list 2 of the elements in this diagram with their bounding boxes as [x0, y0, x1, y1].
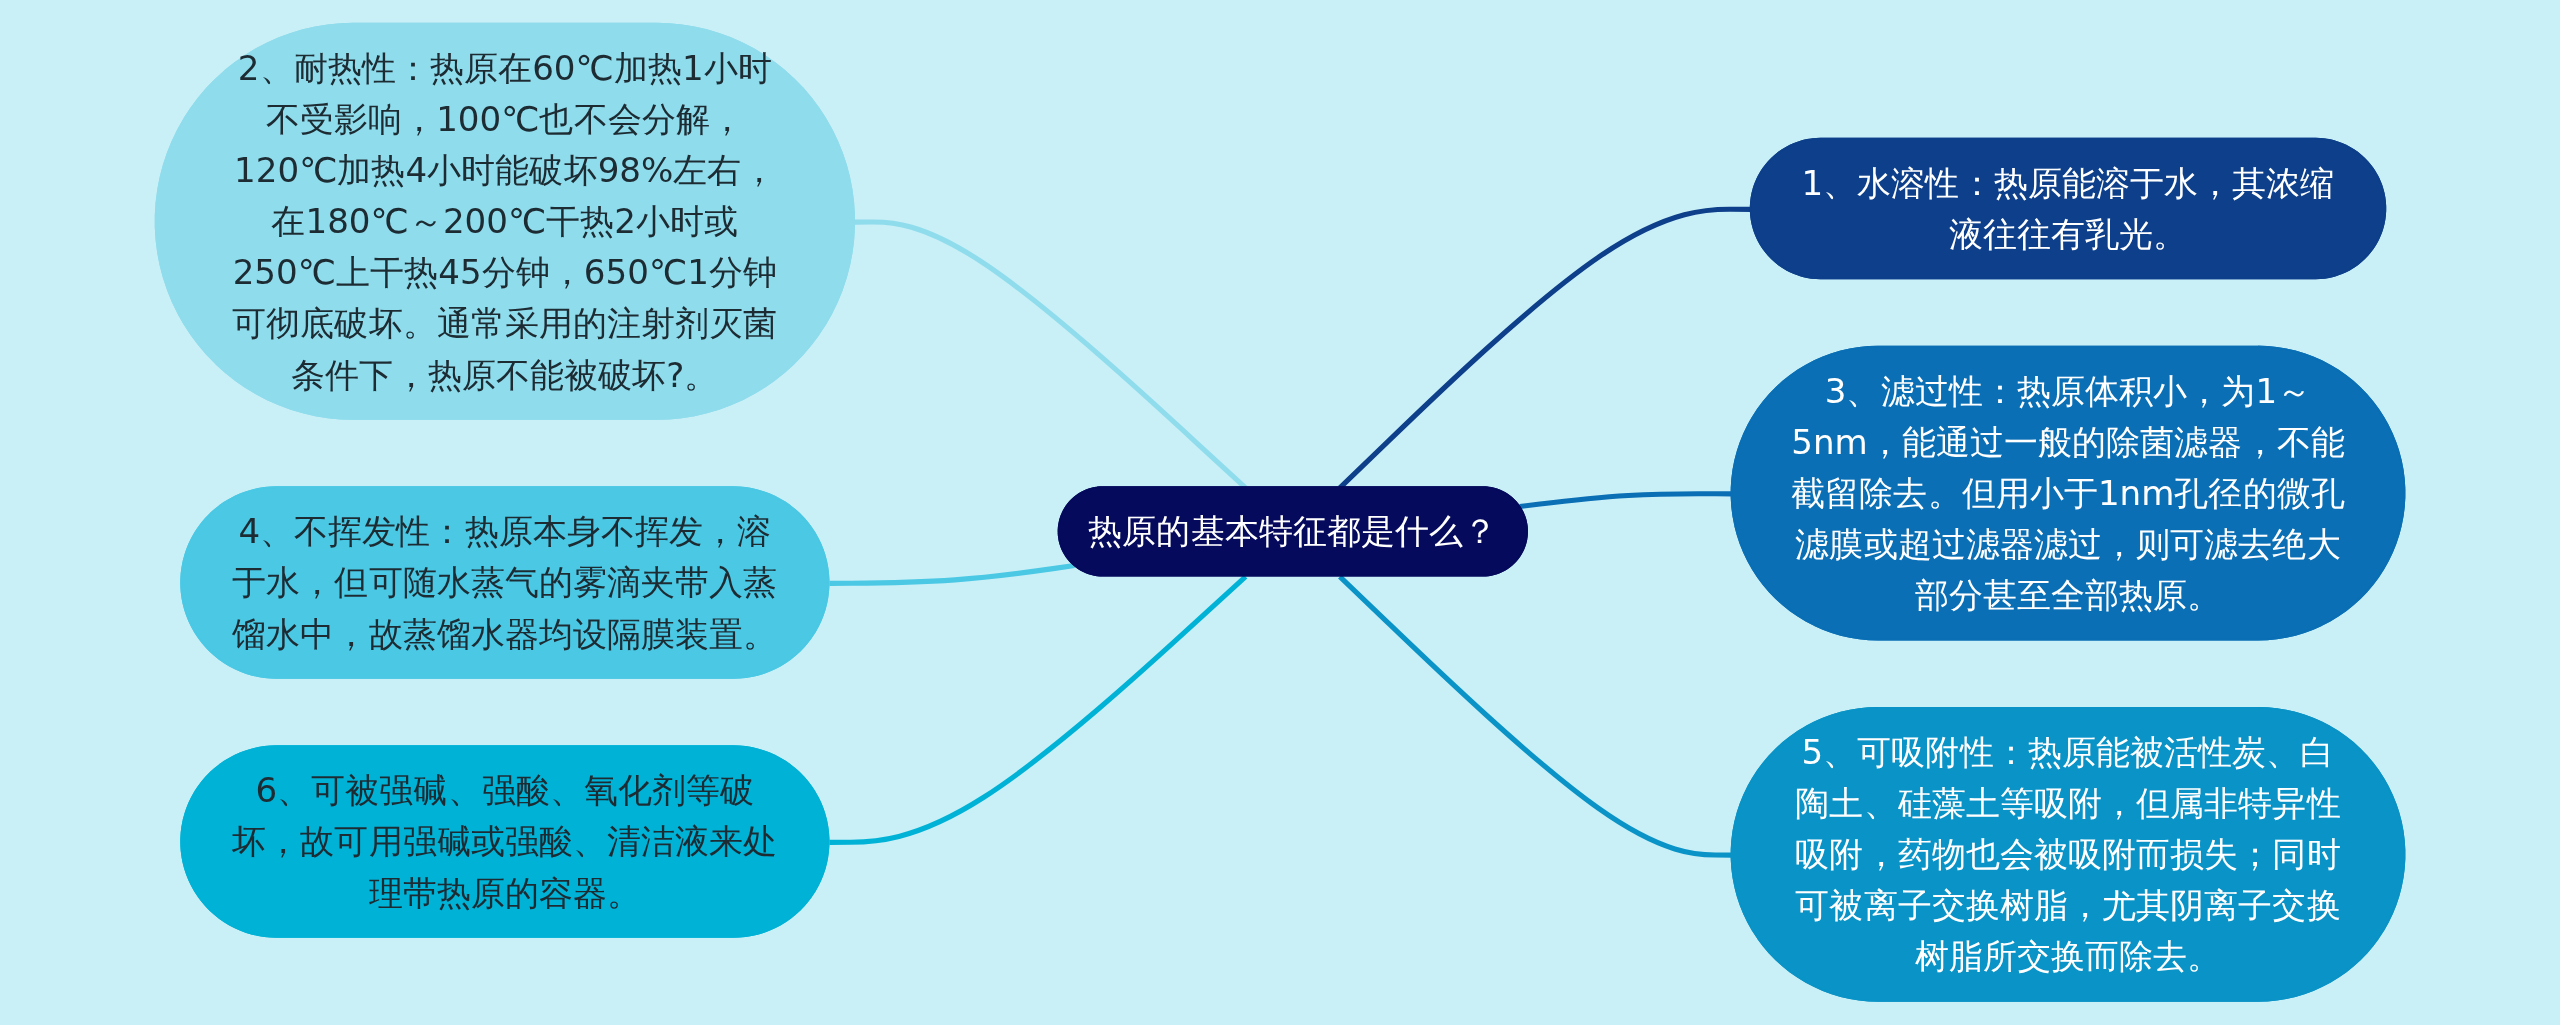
connector [829, 563, 1075, 587]
connector [829, 574, 1248, 846]
